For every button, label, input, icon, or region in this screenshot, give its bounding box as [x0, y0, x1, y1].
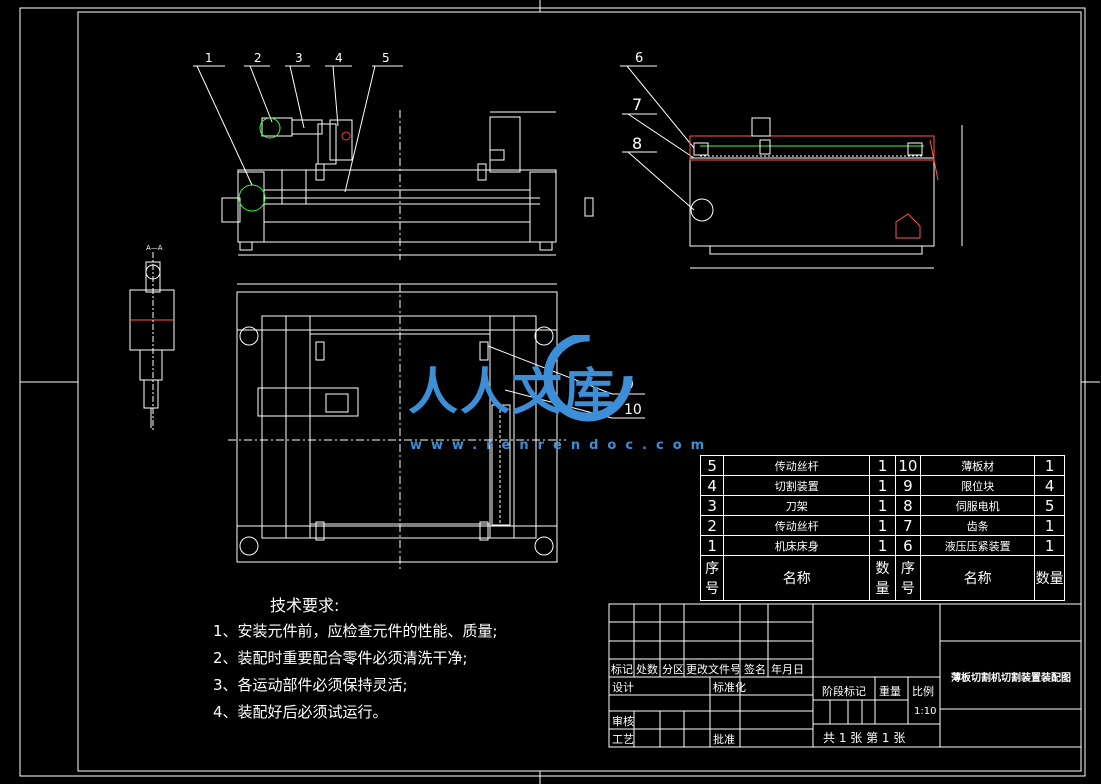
balloon-8: 8: [632, 134, 642, 153]
tech-requirement-1: 1、安装元件前，应检查元件的性能、质量;: [213, 622, 498, 640]
label-design: 设计: [612, 681, 634, 694]
parts-row: 1 机床床身 1 6 液压压紧装置 1: [699, 535, 1065, 556]
part-no: 7: [894, 515, 922, 536]
label-standardization: 标准化: [713, 681, 746, 694]
parts-row: 4 切割装置 1 9 限位块 4: [699, 475, 1065, 496]
label-mark: 标记: [611, 663, 633, 676]
part-name: 传动丝杆: [723, 515, 871, 536]
part-qty: 1: [1034, 515, 1065, 536]
part-no: 5: [699, 455, 725, 476]
part-no: 8: [894, 495, 922, 516]
balloon-2: 2: [254, 51, 262, 65]
label-review: 审核: [612, 715, 634, 728]
part-qty: 1: [869, 475, 896, 496]
label-weight: 重量: [879, 685, 901, 698]
watermark-logo: [543, 335, 633, 422]
drawing-title: 薄板切割机切割装置装配图: [951, 673, 1071, 684]
part-name: 齿条: [920, 515, 1036, 536]
outer-frame: [19, 7, 1086, 777]
header-no: 序号: [894, 555, 922, 601]
label-process: 工艺: [612, 733, 634, 746]
part-qty: 1: [869, 495, 896, 516]
tech-requirements-title: 技术要求:: [270, 596, 340, 615]
part-qty: 4: [1034, 475, 1065, 496]
part-no: 9: [894, 475, 922, 496]
part-name: 薄板材: [920, 455, 1036, 476]
tech-requirement-4: 4、装配好后必须试运行。: [213, 703, 388, 721]
label-date: 年月日: [771, 663, 804, 676]
balloon-5: 5: [382, 51, 390, 65]
parts-row: 3 刀架 1 8 伺服电机 5: [699, 495, 1065, 516]
parts-header-row: 序号 名称 数量 序号 名称 数量: [699, 555, 1065, 601]
front-view: [221, 110, 594, 260]
label-scale: 比例: [912, 685, 934, 698]
section-label: A—A: [146, 244, 163, 252]
part-name: 机床床身: [723, 535, 871, 556]
side-view: [689, 117, 963, 269]
sheet-count: 共 1 张 第 1 张: [823, 731, 906, 745]
part-name: 限位块: [920, 475, 1036, 496]
header-qty: 数量: [1034, 555, 1065, 601]
label-stage-mark: 阶段标记: [822, 685, 866, 698]
label-count: 处数: [636, 663, 658, 676]
label-signature: 签名: [744, 663, 766, 676]
header-name: 名称: [920, 555, 1036, 601]
label-zone: 分区: [662, 663, 684, 676]
part-no: 1: [699, 535, 725, 556]
part-qty: 5: [1034, 495, 1065, 516]
balloon-6: 6: [635, 51, 643, 66]
part-no: 2: [699, 515, 725, 536]
part-qty: 1: [869, 535, 896, 556]
section-view: [129, 252, 175, 430]
scale-value: 1:10: [914, 706, 937, 717]
inner-frame: [77, 11, 1082, 772]
part-no: 10: [894, 455, 922, 476]
part-name: 刀架: [723, 495, 871, 516]
watermark-text: 人人文库: [408, 362, 616, 421]
parts-row: 5 传动丝杆 1 10 薄板材 1: [699, 455, 1065, 476]
balloon-4: 4: [335, 51, 343, 65]
part-qty: 1: [869, 455, 896, 476]
part-qty: 1: [869, 515, 896, 536]
balloon-1: 1: [205, 51, 213, 65]
plan-view: [228, 283, 566, 570]
part-name: 传动丝杆: [723, 455, 871, 476]
parts-list: 5 传动丝杆 1 10 薄板材 1 4 切割装置 1 9 限位块 4 3 刀架 …: [699, 455, 1065, 601]
part-qty: 1: [1034, 455, 1065, 476]
balloon-10: 10: [624, 402, 642, 418]
part-qty: 1: [1034, 535, 1065, 556]
part-no: 6: [894, 535, 922, 556]
balloon-3: 3: [295, 51, 303, 65]
part-no: 4: [699, 475, 725, 496]
tech-requirement-2: 2、装配时重要配合零件必须清洗干净;: [213, 649, 468, 667]
part-no: 3: [699, 495, 725, 516]
title-block-frame: [608, 603, 1082, 748]
part-name: 切割装置: [723, 475, 871, 496]
part-name: 伺服电机: [920, 495, 1036, 516]
label-change-doc: 更改文件号: [686, 663, 741, 676]
header-no: 序号: [699, 555, 725, 601]
tech-requirement-3: 3、各运动部件必须保持灵活;: [213, 676, 408, 694]
balloon-7: 7: [632, 95, 642, 114]
watermark-url: www.renrendoc.com: [410, 438, 714, 453]
header-name: 名称: [723, 555, 871, 601]
header-qty: 数量: [869, 555, 896, 601]
label-approve: 批准: [713, 733, 735, 746]
parts-row: 2 传动丝杆 1 7 齿条 1: [699, 515, 1065, 536]
part-name: 液压压紧装置: [920, 535, 1036, 556]
